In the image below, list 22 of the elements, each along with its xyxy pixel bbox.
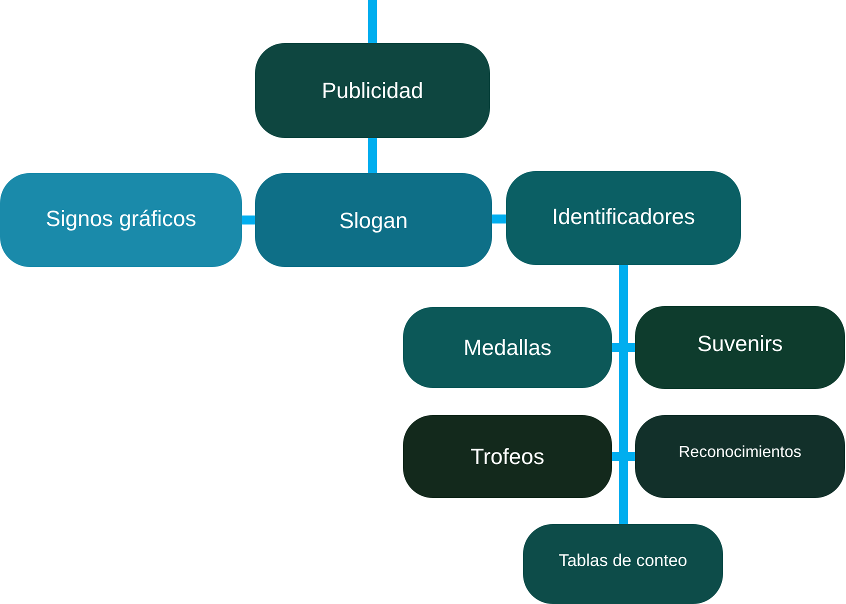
box-label: Tablas de conteo: [558, 550, 688, 572]
rounded-box: [506, 171, 741, 265]
rounded-box: [403, 307, 612, 388]
rounded-box: [523, 524, 723, 604]
box-label: Medallas: [463, 334, 552, 362]
box-label: Trofeos: [470, 443, 544, 471]
rounded-box: [255, 43, 490, 138]
connector-line: [242, 216, 255, 224]
rounded-box: [635, 306, 845, 389]
box-label: Publicidad: [322, 77, 424, 105]
rounded-box: [403, 415, 612, 498]
box-label: Identificadores: [552, 202, 696, 230]
box-label: Suvenirs: [697, 330, 783, 358]
box-label: Reconocimientos: [678, 442, 802, 462]
box-label: Slogan: [339, 206, 408, 235]
rounded-box: [0, 173, 242, 267]
box-label: Signos gráficos: [46, 204, 196, 233]
rounded-box: [635, 415, 845, 498]
rounded-box: [255, 173, 492, 267]
connector-line: [368, 138, 377, 173]
connector-line: [368, 0, 377, 43]
connector-line: [492, 214, 506, 224]
